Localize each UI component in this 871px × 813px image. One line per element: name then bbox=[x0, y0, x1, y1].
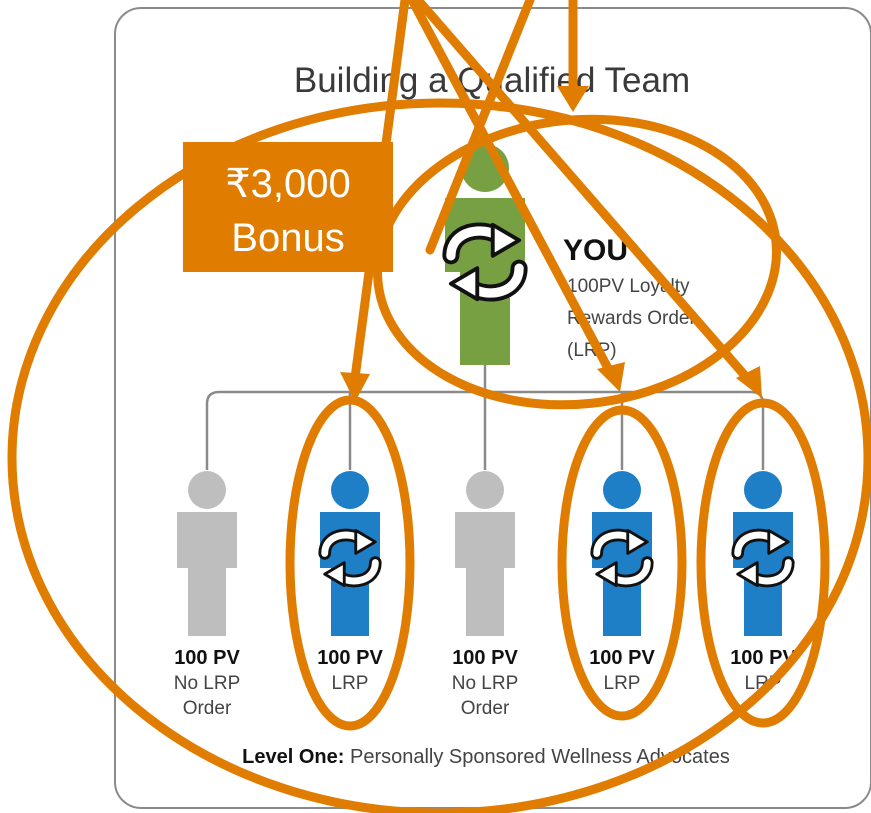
bonus-amount: ₹3,000 bbox=[225, 162, 351, 206]
you-desc-line2: Rewards Order bbox=[567, 308, 696, 329]
member-2-line2: Order bbox=[461, 698, 510, 719]
footer-level-label: Level One: bbox=[242, 746, 344, 768]
member-1-pv: 100 PV bbox=[317, 647, 383, 669]
member-1-highlight-ellipse bbox=[285, 395, 415, 731]
orange-annotation-circles bbox=[7, 98, 871, 813]
member-4-pv: 100 PV bbox=[730, 647, 796, 669]
member-1-person-icon bbox=[320, 471, 380, 636]
member-0-person-icon bbox=[177, 471, 237, 636]
member-0-line1: No LRP bbox=[174, 673, 241, 694]
member-3-pv: 100 PV bbox=[589, 647, 655, 669]
member-3-highlight-ellipse bbox=[557, 405, 687, 721]
member-3-line1: LRP bbox=[604, 673, 641, 694]
member-1-line1: LRP bbox=[332, 673, 369, 694]
bonus-box bbox=[183, 142, 393, 272]
member-3-person-icon bbox=[592, 471, 652, 636]
member-2-person-icon bbox=[455, 471, 515, 636]
member-0-pv: 100 PV bbox=[174, 647, 240, 669]
bonus-label: Bonus bbox=[231, 216, 344, 260]
you-label: YOU bbox=[563, 234, 628, 267]
footer-caption: Level One: Personally Sponsored Wellness… bbox=[242, 746, 730, 768]
member-2-pv: 100 PV bbox=[452, 647, 518, 669]
member-4-person-icon bbox=[733, 471, 793, 636]
team-outline-ellipse bbox=[7, 98, 871, 813]
member-4-highlight-ellipse bbox=[696, 398, 830, 728]
footer-description: Personally Sponsored Wellness Advocates bbox=[344, 746, 729, 768]
member-0-line2: Order bbox=[183, 698, 232, 719]
you-highlight-ellipse bbox=[373, 114, 781, 410]
member-2-line1: No LRP bbox=[452, 673, 519, 694]
orange-arrowheads bbox=[340, 86, 762, 402]
